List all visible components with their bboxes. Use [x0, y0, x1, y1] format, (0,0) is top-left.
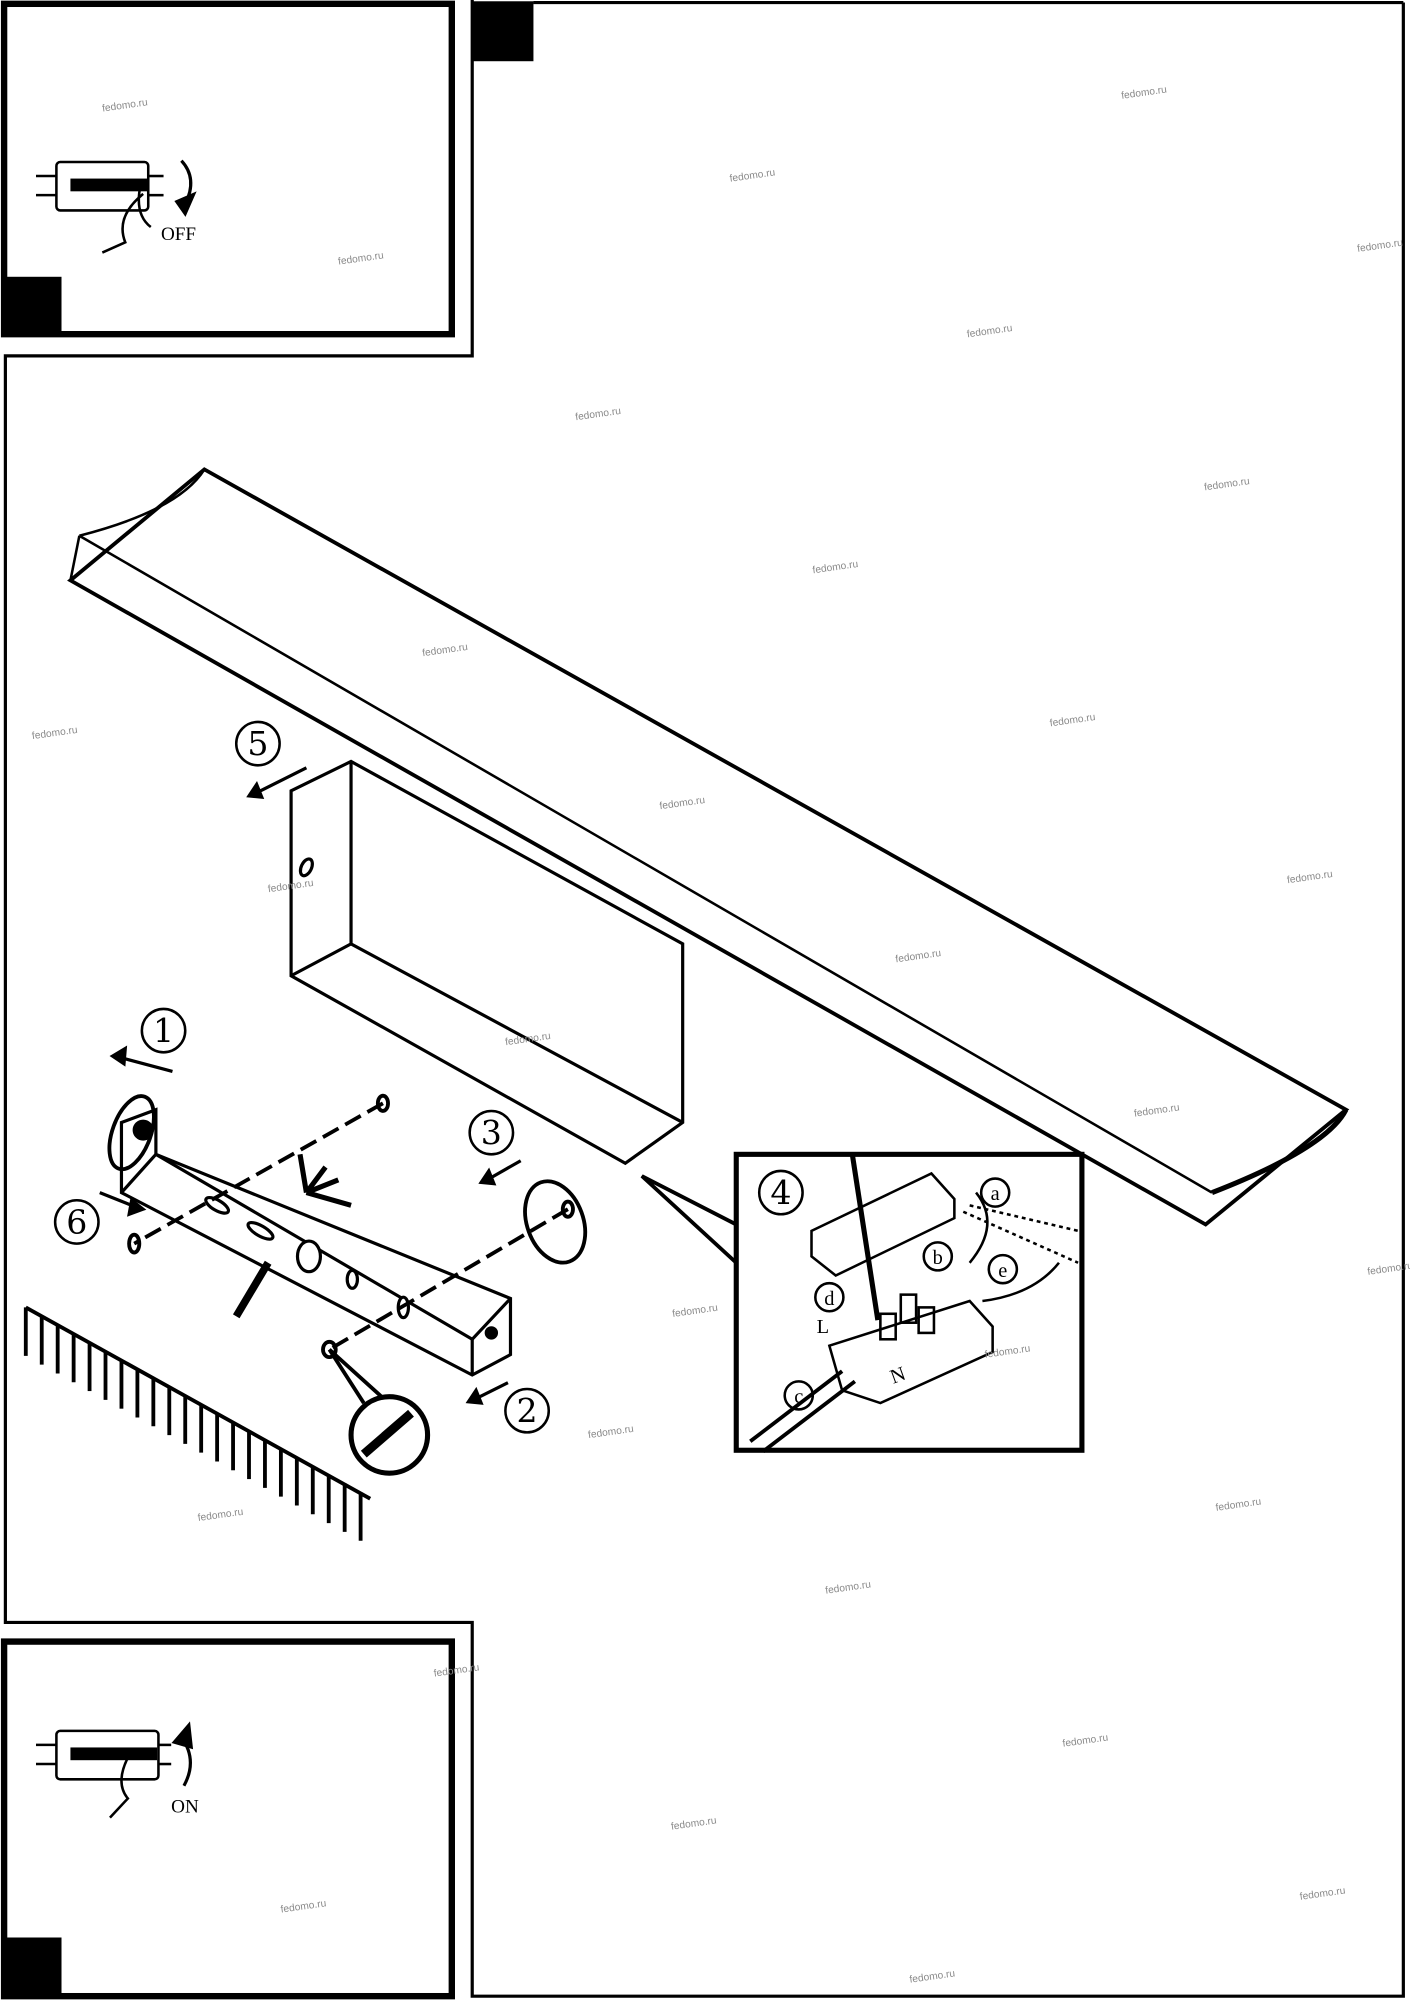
step-6-marker: 6 — [53, 1198, 100, 1245]
screw-hole — [298, 857, 314, 878]
watermark-text: fedomo.ru — [337, 250, 384, 267]
watermark-text: fedomo.ru — [1367, 1261, 1410, 1278]
main-frame — [3, 0, 1405, 1998]
screw — [133, 1101, 384, 1246]
watermark-text: fedomo.ru — [575, 406, 622, 423]
svg-text:c: c — [794, 1386, 803, 1408]
watermark-text: fedomo.ru — [672, 1303, 719, 1320]
direction-arrows — [99, 766, 522, 1405]
watermark-text: fedomo.ru — [1286, 869, 1333, 886]
watermark-text: fedomo.ru — [1357, 238, 1404, 255]
watermark-text: fedomo.ru — [966, 323, 1013, 340]
watermark-text: fedomo.ru — [1062, 1733, 1109, 1750]
step-4-label: 4 — [770, 1173, 791, 1212]
lamp-bar — [67, 467, 1350, 1227]
breaker-icon — [55, 1729, 160, 1781]
step-2-marker: 2 — [504, 1387, 551, 1434]
svg-text:6: 6 — [66, 1202, 87, 1241]
label-e: e — [987, 1253, 1019, 1285]
watermark-text: fedomo.ru — [1203, 476, 1250, 493]
svg-text:e: e — [998, 1260, 1007, 1282]
label-b: b — [922, 1241, 954, 1272]
svg-text:2: 2 — [517, 1391, 538, 1430]
live-terminal-label: L — [817, 1316, 829, 1338]
wiring-detail-inset: 4 a b c d e L N — [640, 1151, 1085, 1454]
off-label: OFF — [161, 224, 196, 245]
watermark-text: fedomo.ru — [422, 642, 469, 659]
screw-detail-magnifier — [348, 1394, 431, 1476]
watermark-text: fedomo.ru — [31, 725, 78, 742]
svg-text:5: 5 — [247, 724, 268, 763]
hand-icon — [101, 184, 152, 254]
watermark-text: fedomo.ru — [825, 1579, 872, 1596]
svg-text:a: a — [991, 1183, 1000, 1205]
power-on-panel-frame — [0, 1638, 455, 2000]
svg-text:1: 1 — [153, 1011, 174, 1050]
terminal-cover — [810, 1171, 956, 1278]
watermark-text: fedomo.ru — [197, 1507, 244, 1524]
panel-corner-marker — [2, 1937, 62, 1999]
watermark-text: fedomo.ru — [1121, 85, 1168, 102]
wall-anchor — [297, 1153, 352, 1208]
screws — [107, 1093, 588, 1476]
step-5-marker: 5 — [234, 720, 281, 767]
on-label: ON — [171, 1796, 199, 1817]
callout-pointer — [640, 1174, 738, 1265]
label-c: c — [783, 1380, 815, 1411]
watermarks: fedomo.ru fedomo.ru fedomo.ru fedomo.ru fedo… — [31, 85, 1410, 1986]
watermark-text: fedomo.ru — [895, 948, 942, 965]
step-1-marker: 1 — [140, 1007, 187, 1054]
watermark-text: fedomo.ru — [1215, 1497, 1262, 1514]
watermark-text: fedomo.ru — [812, 559, 859, 576]
step-3-marker: 3 — [468, 1109, 515, 1156]
watermark-text: fedomo.ru — [909, 1968, 956, 1985]
label-a: a — [979, 1177, 1011, 1208]
watermark-text: fedomo.ru — [729, 167, 776, 184]
svg-text:b: b — [933, 1247, 943, 1269]
screwdriver — [849, 1153, 881, 1321]
watermark-text: fedomo.ru — [1049, 712, 1096, 729]
watermark-text: fedomo.ru — [1133, 1102, 1180, 1119]
svg-text:3: 3 — [481, 1113, 502, 1152]
power-off-panel-frame — [0, 0, 455, 338]
wall-surface — [23, 1305, 372, 1541]
main-corner-marker — [472, 1, 534, 62]
watermark-text: fedomo.ru — [1299, 1886, 1346, 1903]
screw — [328, 1207, 569, 1352]
wall-edge — [24, 1305, 372, 1501]
label-d: d — [814, 1281, 845, 1313]
wall-plug — [232, 1260, 272, 1319]
watermark-text: fedomo.ru — [101, 97, 148, 114]
watermark-text: fedomo.ru — [587, 1424, 634, 1441]
breaker-on-illustration: ON — [35, 1721, 199, 1819]
watermark-text: fedomo.ru — [670, 1815, 717, 1832]
watermark-text: fedomo.ru — [659, 795, 706, 812]
wall-bracket — [119, 1107, 513, 1377]
breaker-off-illustration: OFF — [35, 159, 197, 254]
watermark-text: fedomo.ru — [280, 1898, 327, 1915]
rotate-icon — [107, 1094, 156, 1172]
mounting-box — [289, 759, 685, 1166]
panel-corner-marker — [2, 276, 62, 335]
rotate-icon — [523, 1179, 588, 1265]
hand-icon — [109, 1757, 130, 1819]
svg-text:d: d — [824, 1288, 834, 1310]
step-markers: 1 2 3 5 6 — [53, 720, 551, 1434]
